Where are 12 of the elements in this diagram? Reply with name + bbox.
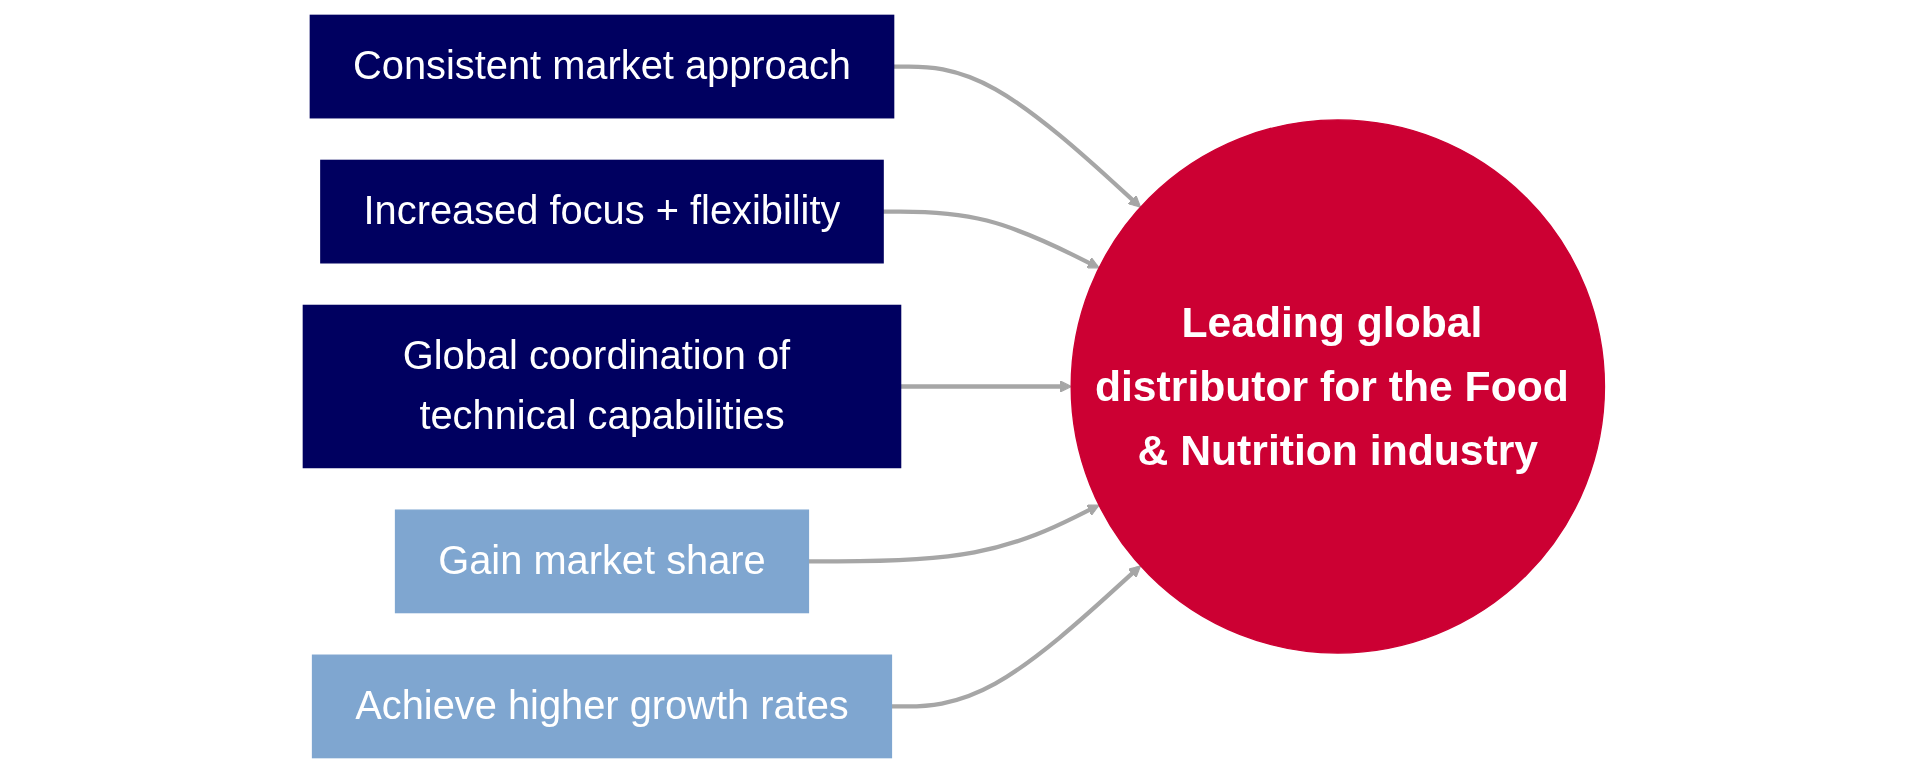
arrow — [883, 209, 1100, 269]
node-box — [309, 14, 895, 119]
arrow — [900, 380, 1072, 393]
node-box — [394, 509, 810, 614]
flow-diagram: Consistent market approach Increased focus + flexibility Global coordination of technical capabilities Gain market share Achieve higher growth rates Leading global distributor for the Food & Nutrition industry — [292, 4, 1616, 769]
arrow — [893, 64, 1142, 208]
node-box — [320, 159, 884, 264]
arrow — [808, 504, 1100, 564]
node-circle — [1070, 119, 1606, 654]
node-box — [311, 654, 893, 759]
arrow — [891, 565, 1142, 709]
node-box — [302, 304, 902, 469]
